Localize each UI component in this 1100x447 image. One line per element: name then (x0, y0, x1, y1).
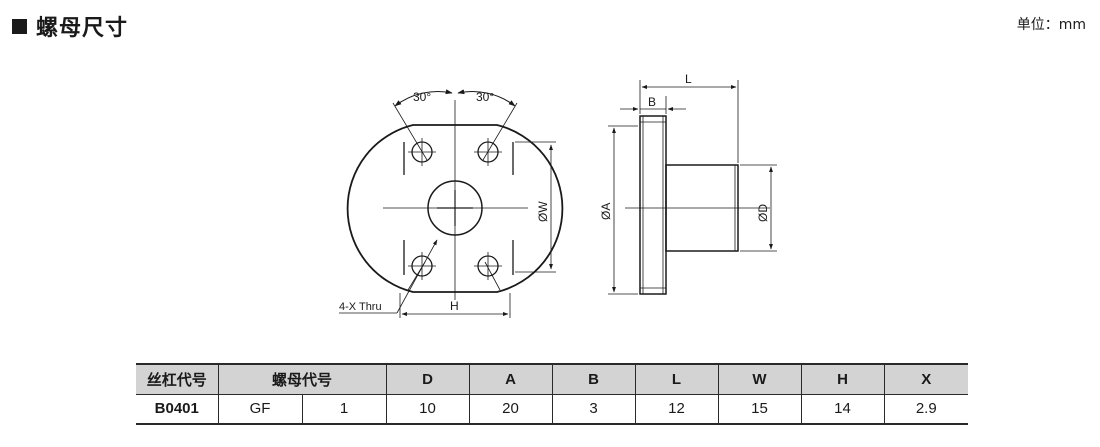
table-row: B0401 GF 1 10 20 3 12 15 14 2.9 (136, 394, 968, 424)
header-x: X (883, 364, 968, 395)
cell-screw-code: B0401 (136, 394, 219, 424)
header-b: B (551, 364, 636, 395)
header-d: D (385, 364, 470, 395)
unit-label: 单位：mm (1016, 17, 1086, 33)
nut-spec-table: 丝杠代号 螺母代号 D A B L W H X B0401 GF 1 10 20… (136, 363, 968, 425)
angle-label-left: 30° (413, 90, 431, 104)
header-h: H (800, 364, 885, 395)
angle-label-right: 30° (476, 90, 494, 104)
cell-x: 2.9 (883, 394, 968, 424)
nut-technical-drawing: 30° 30° ØW H 4-X Thru L (339, 72, 777, 318)
header-nut-code: 螺母代号 (217, 364, 387, 395)
header-a: A (468, 364, 553, 395)
dim-l-label: L (685, 72, 692, 86)
header-w: W (717, 364, 802, 395)
page-title: 螺母尺寸 (36, 16, 129, 41)
cell-b: 3 (551, 394, 636, 424)
cell-nut-series: GF (217, 394, 303, 424)
header-screw-code: 丝杠代号 (136, 364, 219, 395)
dim-a-label: ØA (599, 203, 613, 220)
cell-a: 20 (468, 394, 553, 424)
cell-d: 10 (385, 394, 470, 424)
hole-callout-label: 4-X Thru (339, 301, 382, 313)
cell-h: 14 (800, 394, 885, 424)
dim-b-label: B (648, 95, 656, 109)
cell-l: 12 (634, 394, 719, 424)
square-bullet-icon (12, 18, 27, 34)
cell-nut-number: 1 (301, 394, 387, 424)
header-l: L (634, 364, 719, 395)
table-header-row: 丝杠代号 螺母代号 D A B L W H X (136, 364, 968, 395)
side-view (639, 115, 739, 295)
dim-d-label: ØD (756, 204, 770, 222)
dim-w-label: ØW (536, 201, 550, 222)
cell-w: 15 (717, 394, 802, 424)
section-header: 螺母尺寸 (12, 10, 128, 42)
dim-h-label: H (450, 299, 459, 313)
